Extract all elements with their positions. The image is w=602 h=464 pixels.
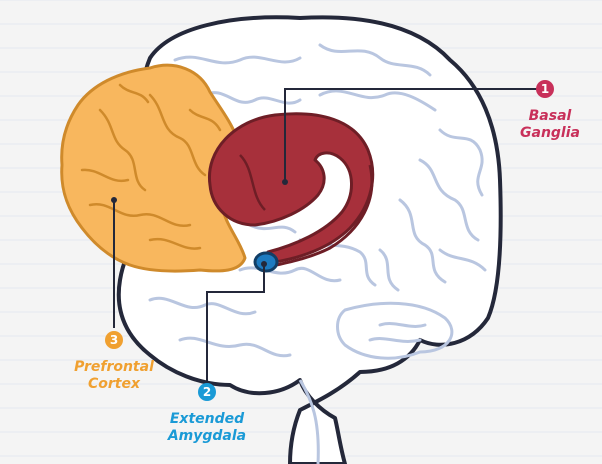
label-prefrontal-cortex: Prefrontal Cortex — [64, 359, 164, 393]
badge-basal-ganglia: 1 — [536, 80, 554, 98]
callout-dot-basal-ganglia — [282, 179, 288, 185]
badge-extended-amygdala: 2 — [198, 383, 216, 401]
label-basal-ganglia-line1: Basal — [510, 108, 590, 125]
callout-dot-prefrontal-cortex — [111, 197, 117, 203]
label-prefrontal-cortex-line2: Cortex — [64, 376, 164, 393]
label-basal-ganglia: Basal Ganglia — [510, 108, 590, 142]
label-extended-amygdala: Extended Amygdala — [157, 411, 257, 445]
label-extended-amygdala-line2: Amygdala — [157, 428, 257, 445]
label-prefrontal-cortex-line1: Prefrontal — [64, 359, 164, 376]
label-basal-ganglia-line2: Ganglia — [510, 125, 590, 142]
label-extended-amygdala-line1: Extended — [157, 411, 257, 428]
badge-prefrontal-cortex: 3 — [105, 331, 123, 349]
callout-dot-extended-amygdala — [261, 261, 267, 267]
